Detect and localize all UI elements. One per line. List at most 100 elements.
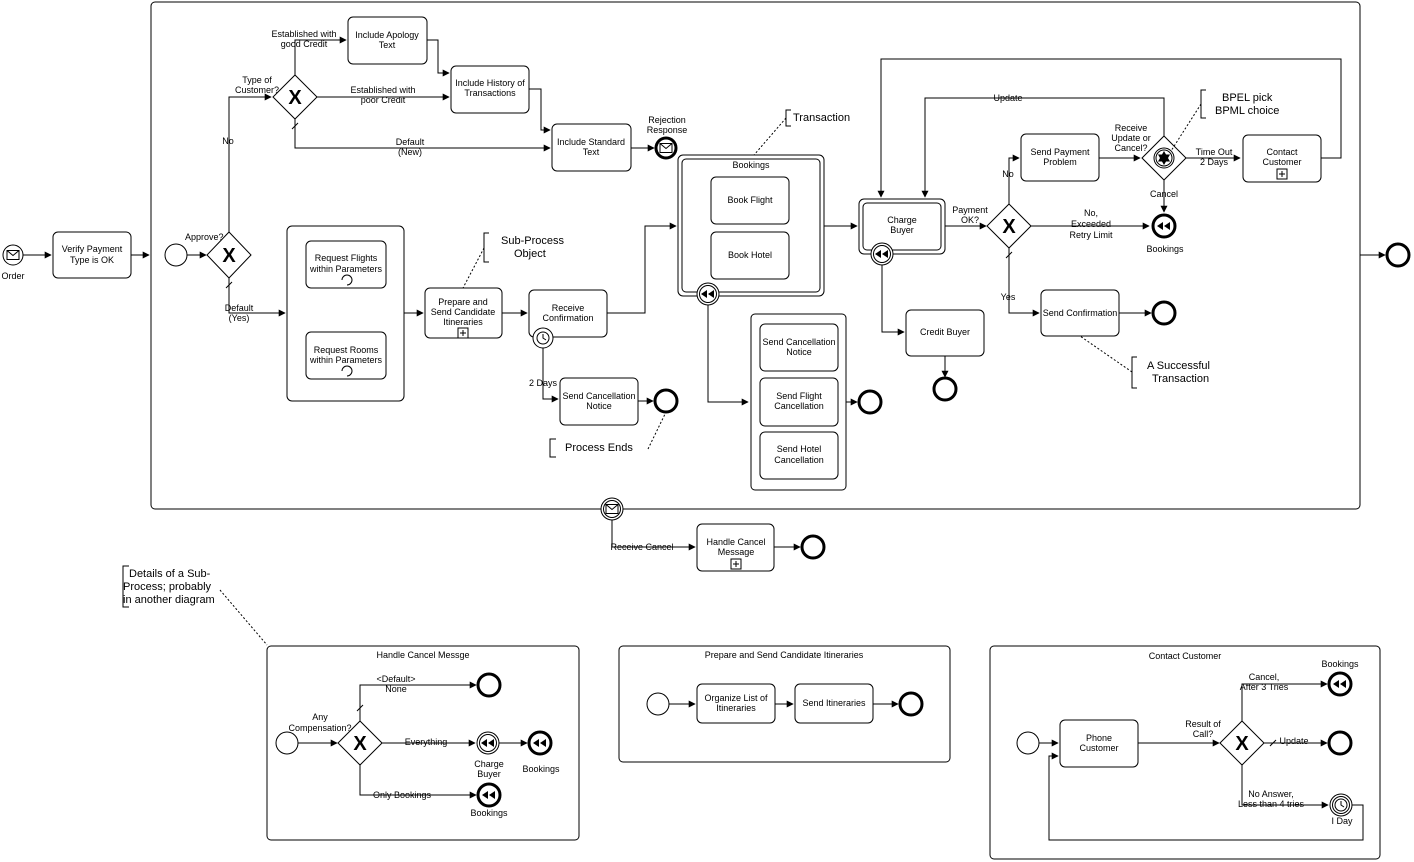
- svg-text:Time Out: Time Out: [1196, 147, 1233, 157]
- ps-start-event[interactable]: [646, 692, 670, 716]
- svg-text:Request Flights: Request Flights: [315, 253, 378, 263]
- timer-boundary-event[interactable]: [532, 327, 554, 349]
- svg-text:Receive: Receive: [552, 303, 585, 313]
- svg-text:Organize List of: Organize List of: [704, 693, 768, 703]
- task-include-history[interactable]: Include History of Transactions: [450, 65, 530, 114]
- hc-start-event[interactable]: [275, 731, 299, 755]
- svg-text:Bookings: Bookings: [1321, 659, 1359, 669]
- task-include-standard[interactable]: Include Standard Text: [551, 123, 632, 172]
- cc-update-end-event[interactable]: [1327, 730, 1353, 756]
- svg-text:within Parameters: within Parameters: [309, 355, 383, 365]
- task-book-hotel[interactable]: Book Hotel: [710, 231, 790, 280]
- receive-cancel-boundary-event[interactable]: [600, 497, 624, 521]
- task-request-flights[interactable]: Request Flights within Parameters: [305, 240, 387, 289]
- svg-text:Cancellation: Cancellation: [774, 401, 824, 411]
- svg-text:poor Credit: poor Credit: [361, 95, 406, 105]
- end-event-timeout[interactable]: [653, 388, 679, 414]
- svg-text:OK?: OK?: [961, 215, 979, 225]
- rejection-response-end-event[interactable]: [654, 136, 678, 160]
- ps-end-event[interactable]: [898, 691, 924, 717]
- task-prepare-send-itineraries[interactable]: Prepare and Send Candidate Itineraries: [424, 287, 503, 339]
- cancel-boundary-event-bookings[interactable]: [696, 282, 720, 306]
- svg-text:Send Flight: Send Flight: [776, 391, 822, 401]
- svg-text:Book Hotel: Book Hotel: [728, 250, 772, 260]
- svg-text:Payment: Payment: [952, 205, 988, 215]
- svg-text:After 3 Tries: After 3 Tries: [1240, 682, 1289, 692]
- svg-text:Include Standard: Include Standard: [557, 137, 625, 147]
- svg-text:within Parameters: within Parameters: [309, 264, 383, 274]
- task-verify-payment[interactable]: Verify Payment Type is OK: [52, 231, 132, 279]
- gateway-type-of-customer[interactable]: X: [272, 74, 318, 120]
- cc-bookings-end-event[interactable]: [1327, 671, 1353, 697]
- end-event-confirmation[interactable]: [1151, 300, 1177, 326]
- task-send-cancellation-notice[interactable]: Send Cancellation Notice: [559, 377, 639, 426]
- svg-text:Buyer: Buyer: [890, 225, 914, 235]
- task-request-rooms[interactable]: Request Rooms within Parameters: [305, 331, 387, 380]
- svg-text:Prepare and: Prepare and: [438, 297, 488, 307]
- hc-bookings-end-event[interactable]: [527, 730, 553, 756]
- svg-text:Verify Payment: Verify Payment: [62, 244, 123, 254]
- cancel-boundary-event-charge[interactable]: [870, 242, 894, 266]
- task-charge-buyer[interactable]: Charge Buyer: [858, 198, 946, 255]
- annotation-successful-transaction: A Successful Transaction: [1079, 335, 1210, 389]
- task-organize-list[interactable]: Organize List of Itineraries: [696, 683, 776, 724]
- svg-text:Itineraries: Itineraries: [716, 703, 756, 713]
- svg-text:Process Ends: Process Ends: [565, 442, 633, 454]
- task-send-flight-cancellation[interactable]: Send Flight Cancellation: [759, 377, 839, 427]
- svg-text:Confirmation: Confirmation: [542, 313, 593, 323]
- svg-text:No Answer,: No Answer,: [1248, 789, 1294, 799]
- svg-text:None: None: [385, 684, 407, 694]
- svg-text:Customer?: Customer?: [235, 85, 279, 95]
- task-contact-customer[interactable]: Contact Customer: [1242, 134, 1322, 183]
- hc-end-none[interactable]: [476, 672, 502, 698]
- svg-text:in another diagram: in another diagram: [123, 594, 215, 606]
- task-handle-cancel-message[interactable]: Handle Cancel Message: [696, 523, 775, 572]
- order-start-event[interactable]: [2, 244, 24, 266]
- cancel-end-event-bookings[interactable]: [1151, 213, 1177, 239]
- inner-start-event[interactable]: [164, 243, 188, 267]
- hc-only-bookings-end-event[interactable]: [476, 782, 502, 808]
- svg-text:Contact: Contact: [1266, 147, 1298, 157]
- svg-text:Object: Object: [514, 248, 546, 260]
- svg-text:Process; probably: Process; probably: [123, 581, 212, 593]
- task-book-flight[interactable]: Book Flight: [710, 176, 790, 225]
- svg-text:Transaction: Transaction: [1152, 373, 1209, 385]
- svg-text:Response: Response: [647, 125, 688, 135]
- svg-text:Default: Default: [225, 303, 254, 313]
- svg-text:Charge: Charge: [887, 215, 917, 225]
- cc-start-event[interactable]: [1016, 731, 1040, 755]
- svg-text:Bookings: Bookings: [522, 764, 560, 774]
- task-include-apology[interactable]: Include Apology Text: [347, 16, 428, 65]
- svg-text:Only Bookings: Only Bookings: [373, 790, 432, 800]
- svg-text:X: X: [1002, 216, 1016, 238]
- svg-text:Send Confirmation: Send Confirmation: [1043, 308, 1118, 318]
- svg-text:Cancellation: Cancellation: [774, 455, 824, 465]
- end-event-handle-cancel[interactable]: [800, 534, 826, 560]
- gateway-payment-ok[interactable]: X: [986, 203, 1032, 249]
- event-gateway-update-or-cancel[interactable]: [1141, 135, 1187, 181]
- cc-timer-event[interactable]: [1329, 793, 1353, 817]
- task-send-itineraries[interactable]: Send Itineraries: [794, 683, 874, 724]
- hc-charge-buyer-event[interactable]: [476, 731, 500, 755]
- end-event-credit[interactable]: [932, 376, 958, 402]
- task-send-confirmation[interactable]: Send Confirmation: [1040, 289, 1120, 337]
- svg-text:No,: No,: [1084, 208, 1098, 218]
- task-send-hotel-cancellation[interactable]: Send Hotel Cancellation: [759, 431, 839, 480]
- svg-text:Cancel,: Cancel,: [1249, 672, 1280, 682]
- svg-text:Charge: Charge: [474, 759, 504, 769]
- task-cancel-notice-compensation[interactable]: Send Cancellation Notice: [759, 323, 839, 372]
- svg-text:Text: Text: [379, 40, 396, 50]
- detail-handle-cancel-title: Handle Cancel Messge: [376, 650, 469, 660]
- annotation-process-ends: Process Ends: [549, 411, 667, 458]
- hc-gateway[interactable]: X: [337, 720, 383, 766]
- task-send-payment-problem[interactable]: Send Payment Problem: [1020, 133, 1100, 182]
- end-event-main[interactable]: [1385, 242, 1411, 268]
- task-phone-customer[interactable]: Phone Customer: [1059, 719, 1139, 768]
- svg-text:X: X: [353, 733, 367, 755]
- task-credit-buyer[interactable]: Credit Buyer: [905, 309, 985, 357]
- svg-text:Handle Cancel: Handle Cancel: [706, 537, 765, 547]
- svg-text:good Credit: good Credit: [281, 39, 328, 49]
- svg-text:Update: Update: [1279, 736, 1308, 746]
- end-event-compensation[interactable]: [857, 389, 883, 415]
